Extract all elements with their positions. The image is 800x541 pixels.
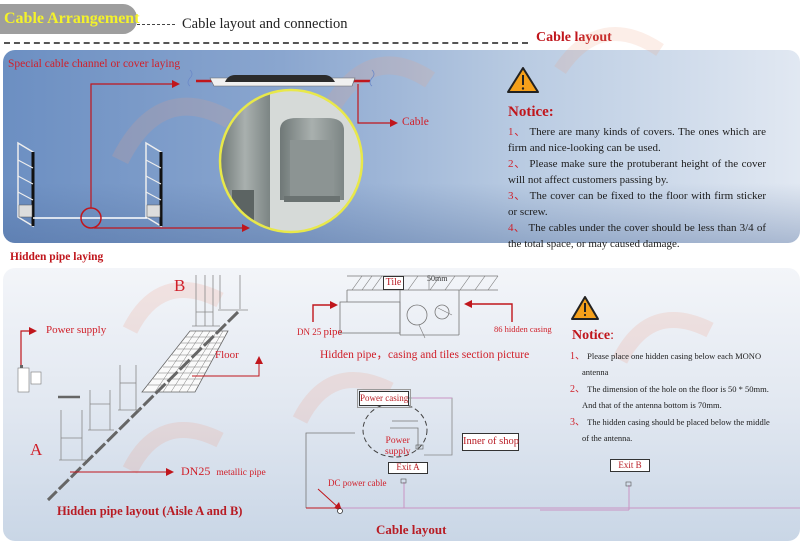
power-supply-label: Power supply: [46, 324, 107, 336]
power-casing-box: Power casing: [357, 389, 411, 408]
leader-floor: [192, 363, 260, 377]
notice-item: 2、 Please make sure the protuberant heig…: [508, 158, 767, 186]
notice-title-1: Notice:: [508, 104, 554, 120]
floor-label: Floor: [215, 349, 239, 361]
warning-icon: [507, 67, 539, 93]
header-leader-dots: [137, 24, 175, 25]
arrow-right-icon: [172, 80, 180, 88]
pipe-label: DN25 metallic pipe: [181, 464, 266, 478]
arrow-left-icon: [464, 300, 472, 308]
section-header-title: Cable Arrangement: [0, 4, 140, 34]
cable-layout-caption: Cable layout: [376, 522, 447, 537]
notice-item: 1、 Please place one hidden casing below …: [570, 351, 762, 377]
notice-item: 2、 The dimension of the hole on the floo…: [570, 384, 769, 410]
power-supply-unit: [17, 365, 42, 393]
inner-shop-box: Inner of shop: [462, 433, 519, 451]
leader-power-supply: [20, 330, 30, 365]
cable-layout-title: Cable layout: [536, 30, 612, 45]
cable-cover-illustration: [187, 69, 375, 87]
antenna-right: [145, 141, 163, 228]
section-picture: [339, 275, 499, 339]
arrow-right-icon: [29, 327, 37, 335]
cover-laying-panel: [3, 50, 800, 243]
exit-a-box: Exit A: [388, 462, 428, 474]
tile-label: Tile: [383, 276, 404, 290]
notice-list-1: 1、 There are many kinds of covers. The o…: [508, 124, 766, 252]
cover-laying-label: Special cable channel or cover laying: [8, 58, 181, 70]
arrow-right-icon: [390, 119, 398, 127]
photo-frame: [218, 88, 364, 234]
leader-dn-pipe: [312, 304, 331, 322]
pipe-layout-caption: Hidden pipe layout (Aisle A and B): [57, 504, 243, 518]
watermark-logo: [122, 282, 714, 474]
notice-list-2: 1、 Please place one hidden casing below …: [570, 349, 798, 448]
cable-label: Cable: [402, 116, 429, 128]
metallic-pipe: [46, 310, 240, 502]
antenna-left: [17, 141, 35, 228]
size-label: 50mm: [427, 274, 448, 283]
dc-power-cable-label: DC power cable: [328, 478, 387, 488]
aisle-a-label: A: [30, 440, 43, 459]
leader-casing: [472, 303, 513, 322]
arrow-right-icon: [330, 301, 338, 309]
aisle-b-label: B: [174, 276, 186, 295]
notice-title-2: Notice:: [572, 328, 614, 343]
header-divider: [4, 42, 528, 44]
arrow-right-icon: [166, 468, 174, 476]
casing-label: 86 hidden casing: [494, 324, 552, 334]
aisle-b-antennas: [192, 275, 248, 327]
floor-grid: [141, 330, 229, 393]
leader-to-cover: [90, 83, 178, 208]
notice-item: 3、 The hidden casing should be placed be…: [570, 417, 770, 443]
exit-b-box: Exit B: [610, 459, 650, 472]
warning-icon: [571, 296, 599, 320]
notice-item: 3、 The cover can be fixed to the floor w…: [508, 190, 767, 218]
notice-item: 1、 There are many kinds of covers. The o…: [508, 126, 767, 154]
notice-item: 4、 The cables under the cover should be …: [508, 222, 767, 250]
arrow-right-icon: [242, 224, 250, 232]
aisle-a-antennas: [59, 365, 140, 461]
arrow-up-icon: [255, 356, 263, 364]
leader-to-cable: [357, 84, 392, 124]
cover-photo: [220, 90, 362, 232]
cable-layout-diagram: [305, 397, 800, 514]
section-picture-caption: Hidden pipe，casing and tiles section pic…: [320, 349, 530, 361]
watermark-logo: [111, 27, 664, 165]
dn-pipe-label: DN 25 pipe: [297, 326, 343, 338]
hidden-pipe-title: Hidden pipe laying: [10, 251, 104, 263]
header-subtitle: Cable layout and connection: [182, 16, 348, 32]
